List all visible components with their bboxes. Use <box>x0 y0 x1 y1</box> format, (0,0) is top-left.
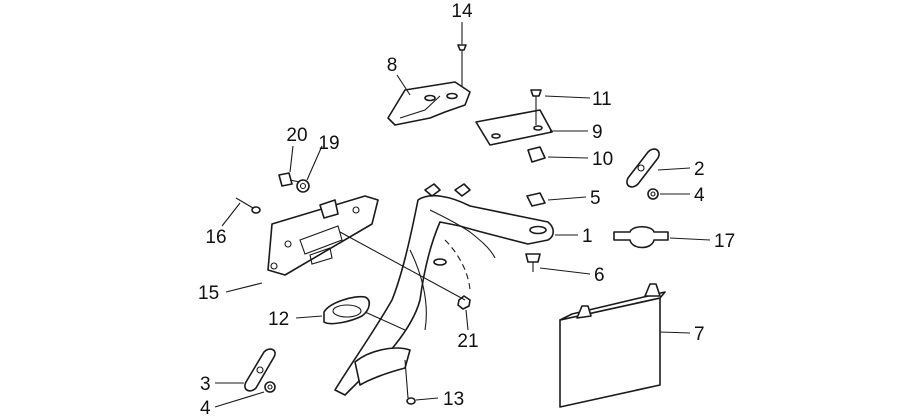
assembly-lines <box>339 231 466 399</box>
part-clip-10 <box>527 146 546 163</box>
part-bracket-8 <box>387 81 471 126</box>
part-bracket-2 <box>626 148 660 188</box>
part-panel-7 <box>559 283 666 408</box>
part-plate-9 <box>475 109 553 146</box>
part-clip-5 <box>526 192 546 207</box>
callout-4-lower: 4 <box>200 398 211 416</box>
leader-lines <box>214 22 711 408</box>
part-washer-19 <box>296 179 310 193</box>
part-reflector-12 <box>323 295 371 325</box>
callout-20: 20 <box>286 125 307 146</box>
callout-15: 15 <box>198 283 219 304</box>
part-mudguard <box>334 183 555 396</box>
callout-8: 8 <box>387 55 398 76</box>
part-bolt-6 <box>525 253 541 272</box>
part-holder-15 <box>267 195 379 276</box>
callout-21: 21 <box>457 331 478 352</box>
part-washer-4b <box>264 381 276 393</box>
callout-labels: 14 8 11 9 10 20 19 2 4 5 1 17 16 6 15 7 … <box>198 1 735 416</box>
callout-10: 10 <box>592 149 613 170</box>
part-screw-11 <box>530 89 542 125</box>
part-bracket-3 <box>244 348 276 392</box>
callout-19: 19 <box>318 133 339 154</box>
part-washer-13 <box>406 397 416 405</box>
part-screw-14 <box>457 44 467 86</box>
callout-5: 5 <box>590 188 601 209</box>
callout-7: 7 <box>694 324 705 345</box>
callout-11: 11 <box>592 89 612 110</box>
callout-13: 13 <box>443 389 464 410</box>
part-clamp-17 <box>613 225 669 249</box>
part-nut-21 <box>457 295 471 310</box>
callout-6: 6 <box>594 265 605 286</box>
callout-2: 2 <box>694 159 705 180</box>
part-washer-4a <box>647 188 659 200</box>
callout-16: 16 <box>205 227 226 248</box>
callout-17: 17 <box>714 231 735 252</box>
callout-3: 3 <box>200 374 211 395</box>
callout-9: 9 <box>592 122 603 143</box>
callout-1: 1 <box>582 226 593 247</box>
callout-4-upper: 4 <box>694 185 705 206</box>
callout-14: 14 <box>451 1 473 22</box>
part-pin-16 <box>235 197 261 214</box>
callout-12: 12 <box>268 309 289 330</box>
